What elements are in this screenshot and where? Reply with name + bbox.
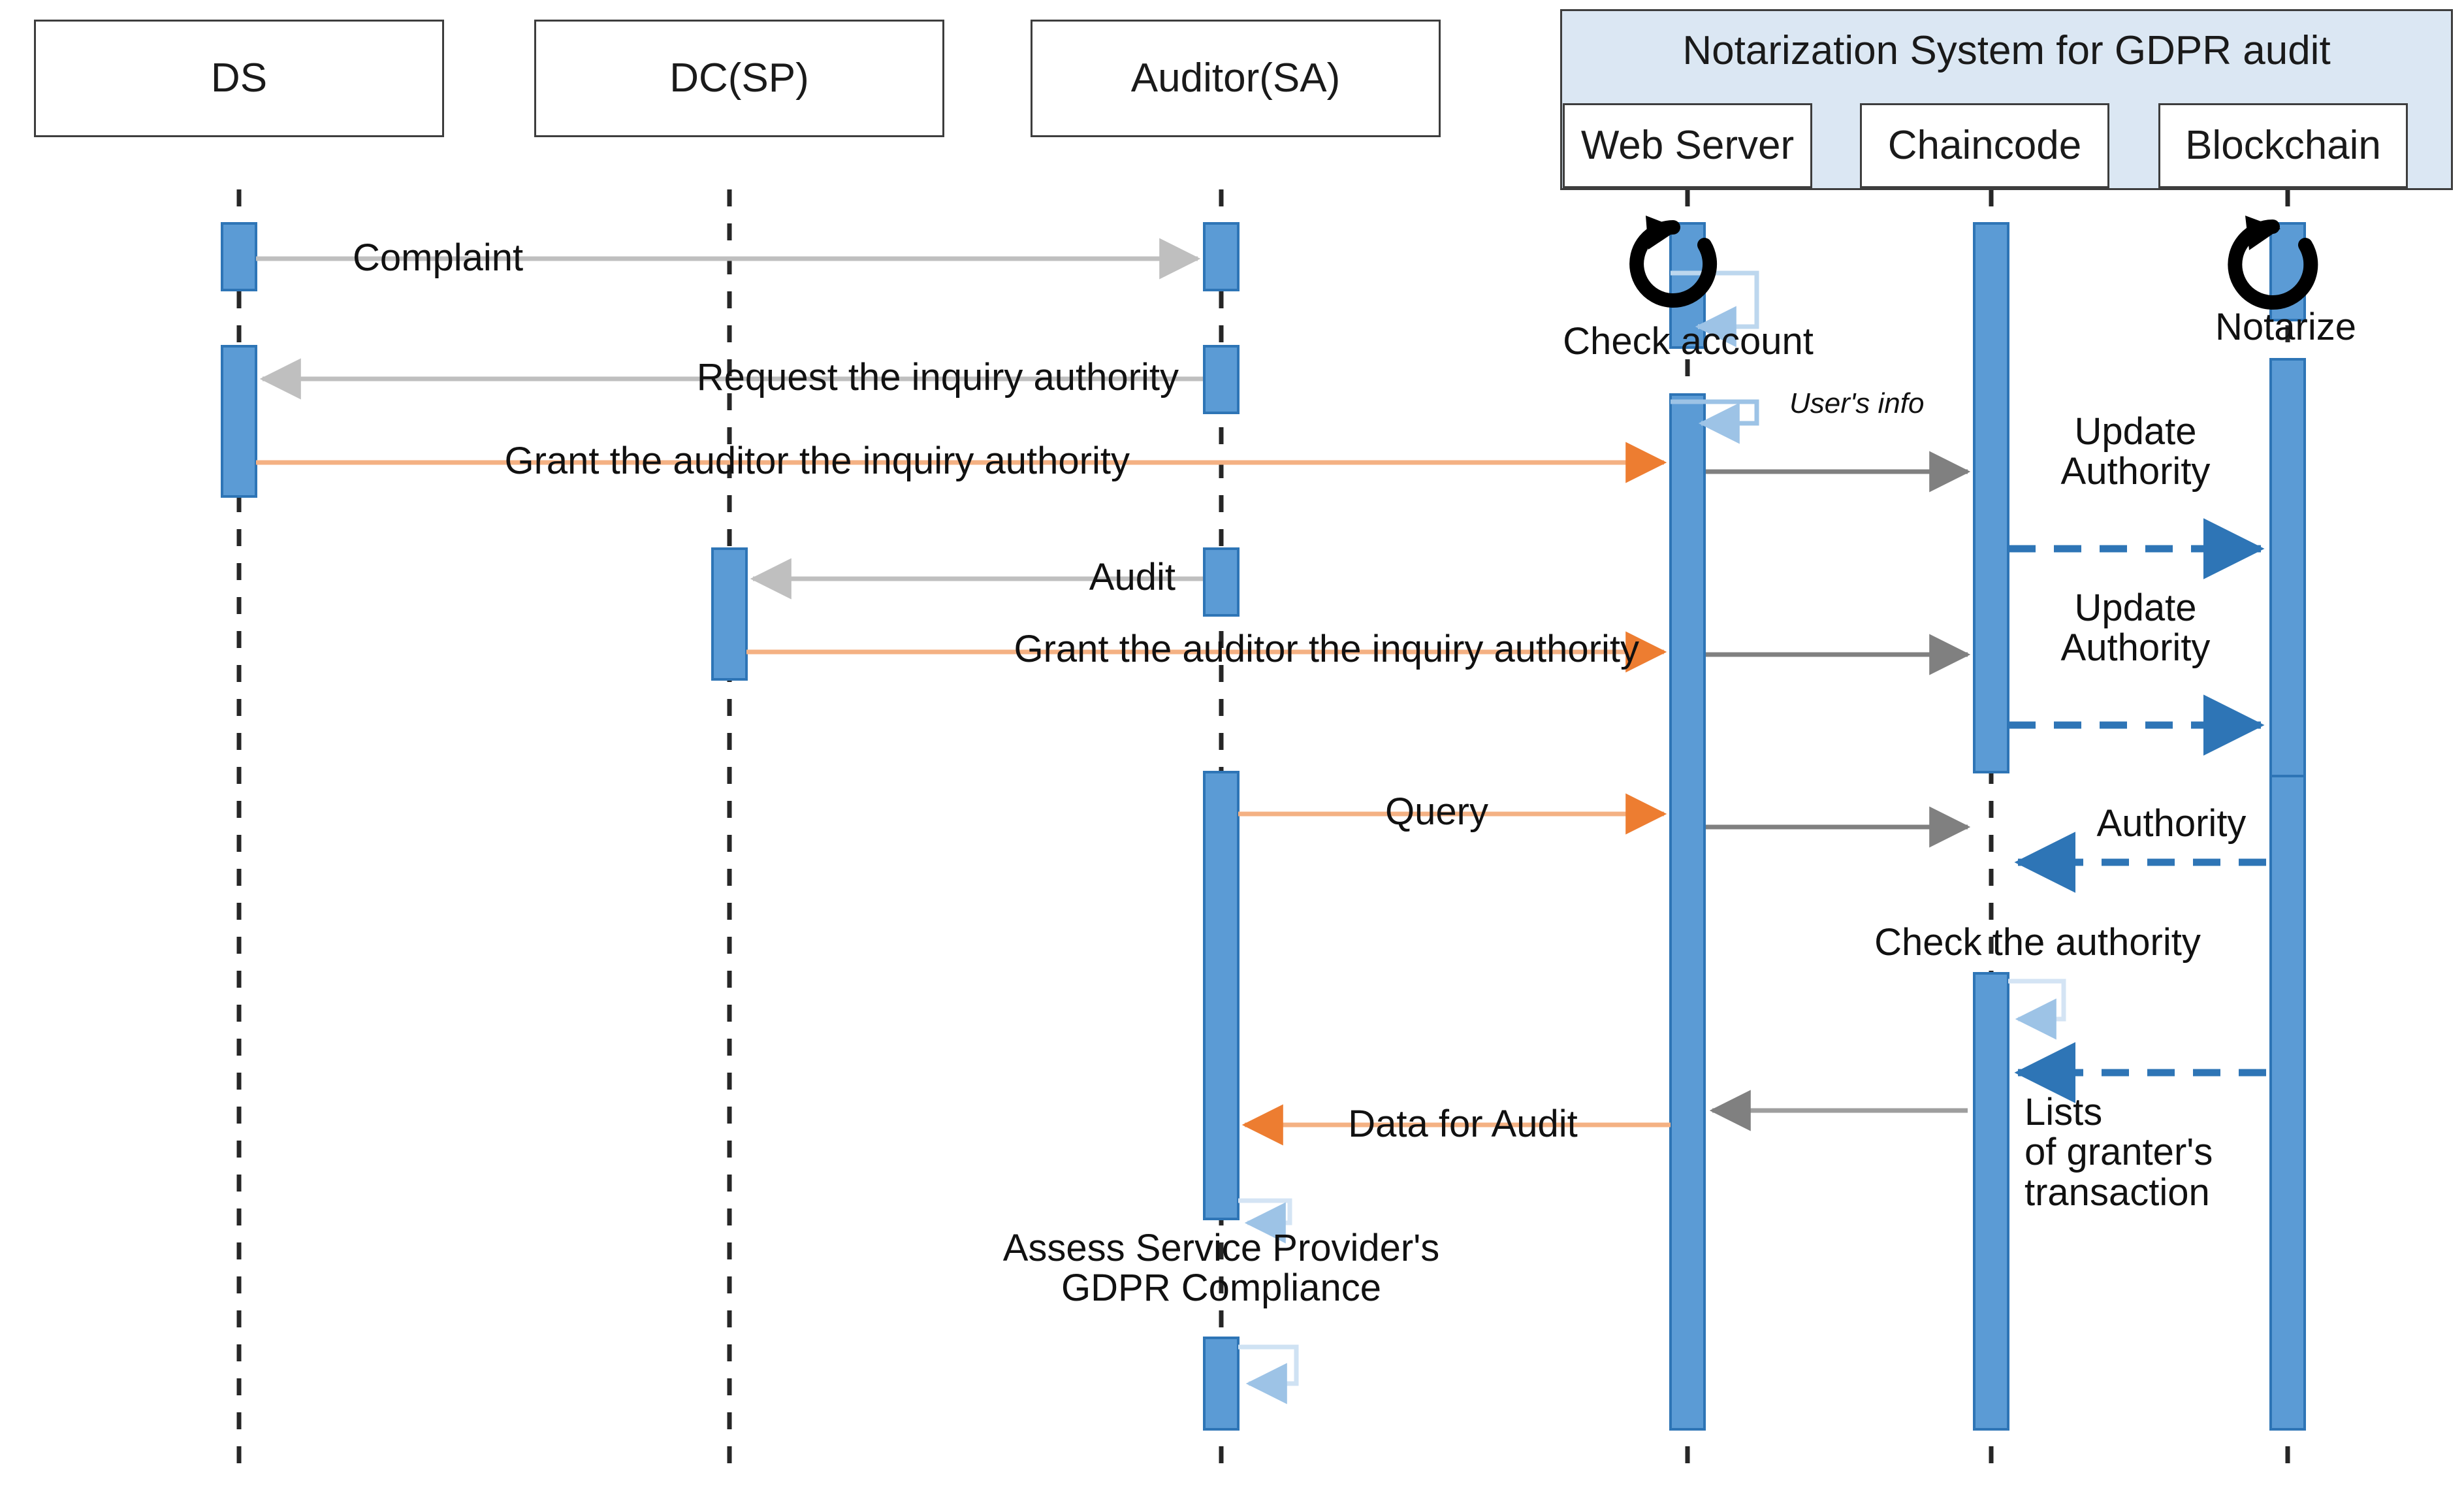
message-label-complaint: Complaint <box>353 236 524 279</box>
activation-auditor-1 <box>1203 222 1240 291</box>
message-label-notarize: Notarize <box>2215 306 2356 348</box>
lifeline-header-ds[interactable]: DS <box>34 20 444 137</box>
message-label-assess-compliance: Assess Service Provider's GDPR Complianc… <box>1002 1227 1440 1310</box>
activation-ds-1 <box>221 222 257 291</box>
self-loop-check-account <box>1629 216 1759 348</box>
lifeline-header-auditor[interactable]: Auditor(SA) <box>1031 20 1441 137</box>
activation-blockchain-2 <box>2269 358 2306 777</box>
lifeline-header-dc[interactable]: DC(SP) <box>534 20 944 137</box>
message-label-data-for-audit: Data for Audit <box>1348 1103 1578 1145</box>
lifeline-header-label-web-server: Web Server <box>1580 123 1795 168</box>
lifeline-header-label-dc: DC(SP) <box>669 56 809 101</box>
activation-auditor-5 <box>1203 1337 1240 1431</box>
activation-chaincode-1 <box>1973 222 2009 773</box>
message-label-audit: Audit <box>1089 556 1176 598</box>
activation-chaincode-2 <box>1973 972 2009 1431</box>
activation-auditor-4 <box>1203 771 1240 1220</box>
self-loop-check-the-authority <box>2008 979 2066 1040</box>
activation-auditor-2 <box>1203 345 1240 414</box>
message-label-update-authority-1: Update Authority <box>2060 410 2211 493</box>
activation-blockchain-3 <box>2269 775 2306 1431</box>
message-label-grant-authority-1: Grant the auditor the inquiry authority <box>504 440 1130 482</box>
message-label-lists-granter-transaction: Lists of granter's transaction <box>2024 1091 2213 1214</box>
activation-ds-2 <box>221 345 257 498</box>
lifeline-header-chaincode[interactable]: Chaincode <box>1860 103 2109 188</box>
message-label-users-info: User's info <box>1789 387 1925 419</box>
lifeline-header-web-server[interactable]: Web Server <box>1563 103 1812 188</box>
lifeline-header-label-auditor: Auditor(SA) <box>1130 56 1341 101</box>
lifeline-header-label-chaincode: Chaincode <box>1887 123 2082 168</box>
lifeline-header-blockchain[interactable]: Blockchain <box>2158 103 2408 188</box>
message-label-check-account: Check account <box>1563 320 1814 363</box>
activation-dc-1 <box>711 547 748 681</box>
activation-web-2 <box>1669 393 1706 1431</box>
self-loop-notarize <box>2228 216 2318 310</box>
message-label-update-authority-2: Update Authority <box>2060 587 2211 670</box>
self-loop-assess-compliance <box>1238 1198 1299 1404</box>
activation-auditor-3 <box>1203 547 1240 617</box>
lifeline-header-label-ds: DS <box>210 56 268 101</box>
notarization-system-title: Notarization System for GDPR audit <box>1682 28 2331 73</box>
self-loop-users-info <box>1671 399 1759 444</box>
message-label-query: Query <box>1385 790 1488 833</box>
message-label-check-the-authority: Check the authority <box>1874 921 2201 964</box>
message-label-grant-authority-2: Grant the auditor the inquiry authority <box>1014 628 1639 670</box>
lifeline-header-label-blockchain: Blockchain <box>2185 123 2381 168</box>
message-label-authority: Authority <box>2096 802 2247 845</box>
message-label-request-inquiry-authority: Request the inquiry authority <box>696 356 1179 398</box>
